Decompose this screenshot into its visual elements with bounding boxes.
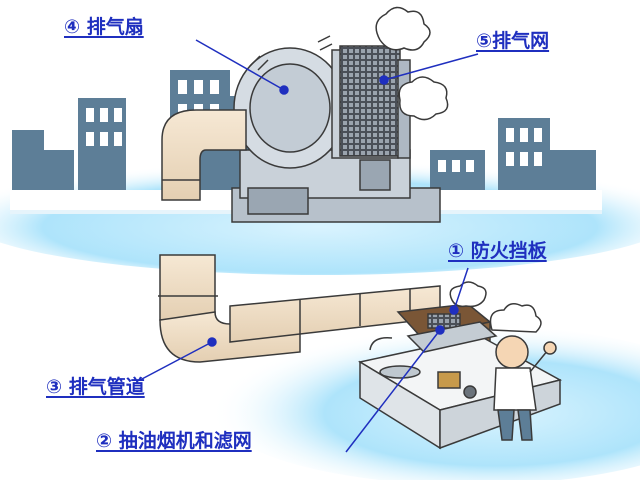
label-fire-damper-text: ① 防火挡板 [448,240,547,262]
label-exhaust-grille-text: ⑤排气网 [476,30,549,52]
label-exhaust-duct-text: ③ 排气管道 [46,376,145,398]
label-exhaust-grille: ⑤排气网 [476,32,549,51]
label-exhaust-fan: ④ 排气扇 [64,18,144,37]
damper-smoke [450,282,486,306]
label-exhaust-fan-text: ④ 排气扇 [64,16,144,38]
label-exhaust-duct: ③ 排气管道 [46,378,145,397]
label-fire-damper: ① 防火挡板 [448,242,547,261]
label-hood-and-filter-text: ② 抽油烟机和滤网 [96,430,252,452]
label-hood-and-filter: ② 抽油烟机和滤网 [96,432,252,451]
